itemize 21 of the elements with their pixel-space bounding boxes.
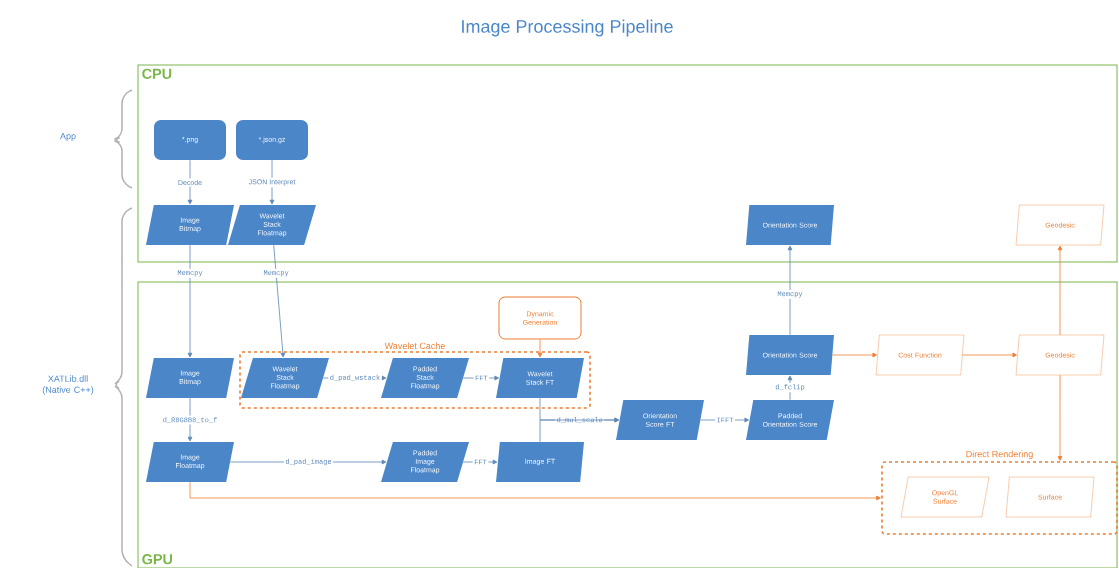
arrow [273, 244, 286, 358]
arrow [787, 245, 793, 336]
arrow [700, 417, 749, 423]
side-label: App [60, 132, 76, 142]
side-label: XATLib.dll (Native C++) [42, 375, 94, 395]
arrow [269, 159, 275, 205]
node-label: Wavelet Cache [384, 342, 445, 350]
arrow [539, 397, 619, 423]
node-label: Direct Rendering [966, 450, 1033, 459]
arrow [962, 352, 1017, 358]
arrow [462, 459, 498, 465]
arrow [187, 244, 193, 358]
arrow [537, 339, 543, 358]
arrow [832, 352, 877, 358]
arrow [462, 375, 499, 381]
arrow [189, 481, 881, 501]
arrow [1057, 374, 1063, 461]
title: Image Processing Pipeline [462, 19, 673, 37]
arrow [187, 397, 193, 442]
arrow [1057, 245, 1063, 336]
arrow [187, 159, 193, 205]
